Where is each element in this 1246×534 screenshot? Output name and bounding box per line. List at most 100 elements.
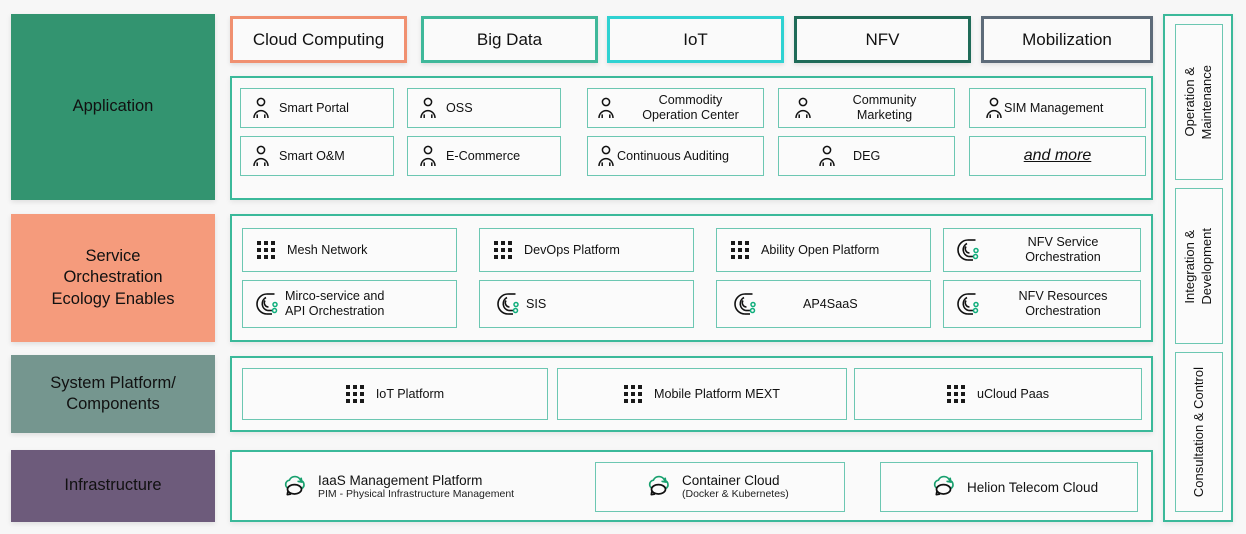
layer-label-infrastructure: Infrastructure [11,450,215,522]
service-card-nfv-resources-orchestration[interactable]: NFV Resources Orchestration [943,280,1141,328]
service-card-microservice-api-orchestration[interactable]: Mirco-service and API Orchestration [242,280,457,328]
person-icon [418,97,438,119]
service-card-nfv-service-orchestration[interactable]: NFV Service Orchestration [943,228,1141,272]
infra-card-iaas-management-platform[interactable]: IaaS Management Platform PIM - Physical … [272,462,602,512]
platform-card-mobile-platform-mext[interactable]: Mobile Platform MEXT [557,368,847,420]
panel-application: Smart Portal OSS [230,76,1153,200]
tag-big-data[interactable]: Big Data [421,16,598,63]
platform-card-ucloud-paas[interactable]: uCloud Paas [854,368,1142,420]
service-card-label: Ability Open Platform [761,242,880,257]
orchestration-icon [954,237,980,263]
app-card-continuous-auditing[interactable]: Continuous Auditing [587,136,764,176]
rail-item-label: Consultation & Control [1190,366,1206,498]
app-card-sim-management[interactable]: SIM Management [969,88,1146,128]
app-card-label: Smart O&M [279,148,345,163]
app-card-community-marketing[interactable]: Community Marketing [778,88,955,128]
app-card-label: Community Marketing [852,93,917,122]
service-card-ability-open-platform[interactable]: Ability Open Platform [716,228,931,272]
dot-grid-icon [345,385,364,403]
app-card-label: OSS [446,100,473,115]
service-card-label: Mesh Network [287,242,368,257]
panel-service-orchestration: Mesh Network DevOps Platform Ability Ope… [230,214,1153,342]
app-card-smart-om[interactable]: Smart O&M [240,136,394,176]
cloud-refresh-icon [929,474,957,500]
dot-grid-icon [731,241,749,259]
app-card-label: Smart Portal [279,100,349,115]
service-card-label: NFV Service Orchestration [1025,235,1101,264]
app-card-deg[interactable]: DEG [778,136,955,176]
service-card-label: DevOps Platform [524,242,620,257]
cloud-refresh-icon [280,474,308,500]
tag-label: Big Data [476,29,543,49]
person-icon [251,97,271,119]
dot-grid-icon [624,385,643,403]
infra-card-title: Helion Telecom Cloud [967,479,1099,495]
person-icon [418,145,438,167]
service-card-label: SIS [526,296,547,311]
infra-card-container-cloud[interactable]: Container Cloud (Docker & Kubernetes) [595,462,845,512]
orchestration-icon [494,291,520,317]
service-card-label: Mirco-service and API Orchestration [285,289,385,318]
service-card-sis[interactable]: SIS [479,280,694,328]
orchestration-icon [253,291,279,317]
person-icon [984,97,1004,119]
orchestration-icon [731,291,757,317]
app-card-and-more[interactable]: and more [969,136,1146,176]
service-card-mesh-network[interactable]: Mesh Network [242,228,457,272]
layer-label-application: Application [11,14,215,200]
rail-item-operation-maintenance[interactable]: Operation & Maintenance [1175,24,1223,180]
platform-card-label: Mobile Platform MEXT [654,386,780,401]
platform-card-label: uCloud Paas [976,386,1050,401]
orchestration-icon [954,291,980,317]
service-card-label: AP4SaaS [803,296,858,311]
panel-infrastructure: IaaS Management Platform PIM - Physical … [230,450,1153,522]
infra-card-helion-telecom-cloud[interactable]: Helion Telecom Cloud [880,462,1138,512]
infra-card-title: Container Cloud [682,472,780,488]
service-card-ap4saas[interactable]: AP4SaaS [716,280,931,328]
tag-cloud-computing[interactable]: Cloud Computing [230,16,407,63]
person-icon [596,145,616,167]
person-icon [793,97,813,119]
app-card-label: Commodity Operation Center [642,93,739,122]
platform-card-label: IoT Platform [375,386,445,401]
infra-card-subtitle: PIM - Physical Infrastructure Management [318,487,515,500]
rail-item-label: Operation & Maintenance [1182,64,1214,140]
layer-label-text: Application [72,97,154,116]
tag-label: Mobilization [1022,29,1112,49]
tag-mobilization[interactable]: Mobilization [981,16,1153,63]
infra-card-text: Container Cloud (Docker & Kubernetes) [682,473,789,501]
panel-system-platform: IoT Platform Mobile Platform MEXT uCloud… [230,356,1153,432]
app-card-label: Continuous Auditing [617,148,730,163]
layer-label-text: Infrastructure [64,476,162,495]
person-icon [251,145,271,167]
layer-label-text: System Platform/ Components [50,373,176,413]
rail-item-integration-development[interactable]: Integration & Development [1175,188,1223,344]
layer-label-service-orchestration: Service Orchestration Ecology Enables [11,214,215,342]
service-card-label: NFV Resources Orchestration [1018,289,1108,318]
dot-grid-icon [946,385,965,403]
app-card-label: and more [1023,147,1092,164]
infra-card-subtitle: (Docker & Kubernetes) [682,487,789,500]
app-card-label: E-Commerce [446,148,521,163]
service-card-devops-platform[interactable]: DevOps Platform [479,228,694,272]
app-card-e-commerce[interactable]: E-Commerce [407,136,561,176]
rail-item-consultation-control[interactable]: Consultation & Control [1175,352,1223,512]
tag-nfv[interactable]: NFV [794,16,971,63]
app-card-smart-portal[interactable]: Smart Portal [240,88,394,128]
tag-iot[interactable]: IoT [607,16,784,63]
person-icon [817,145,837,167]
rail-container: Operation & Maintenance Integration & De… [1163,14,1233,522]
app-card-commodity-operation-center[interactable]: Commodity Operation Center [587,88,764,128]
app-card-label: DEG [853,148,881,163]
platform-card-iot-platform[interactable]: IoT Platform [242,368,548,420]
dot-grid-icon [494,241,512,259]
dot-grid-icon [257,241,275,259]
tag-label: NFV [865,29,900,49]
tag-label: IoT [683,29,708,49]
app-card-oss[interactable]: OSS [407,88,561,128]
tag-label: Cloud Computing [252,29,385,49]
app-card-label: SIM Management [1004,100,1104,115]
layer-label-text: Service Orchestration Ecology Enables [51,247,175,308]
rail-item-label: Integration & Development [1182,227,1214,305]
